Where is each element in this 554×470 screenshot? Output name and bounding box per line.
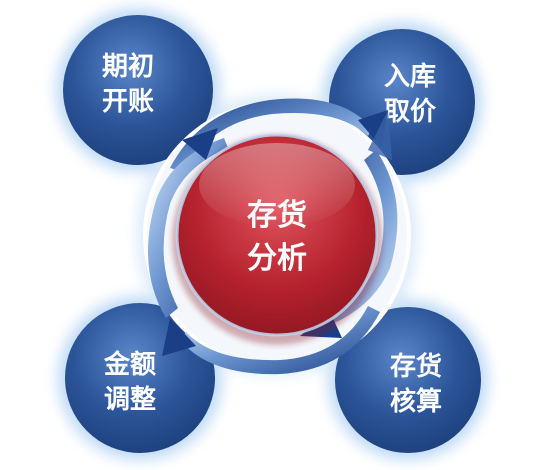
petal-opening-line1: 期初 xyxy=(102,52,154,82)
center-line2: 分析 xyxy=(247,241,307,276)
cycle-arrow-top xyxy=(170,98,392,172)
petal-opening: 期初 开账 xyxy=(63,15,213,165)
cycle-arrow-left xyxy=(148,128,228,318)
petal-adjust-line2: 调整 xyxy=(104,384,156,415)
petal-adjust-line1: 金额 xyxy=(103,349,156,380)
petal-receipt-line2: 取价 xyxy=(384,97,437,127)
petal-receipt-line1: 入库 xyxy=(384,62,436,92)
petal-accounting: 存货 核算 xyxy=(335,307,481,453)
petal-accounting-line2: 核算 xyxy=(390,386,442,417)
cycle-arrow-bottom xyxy=(162,306,380,375)
petal-accounting-line1: 存货 xyxy=(390,351,442,382)
center-node: 存货 分析 xyxy=(172,133,382,345)
petal-opening-line2: 开账 xyxy=(102,87,154,117)
center-line1: 存货 xyxy=(247,198,307,233)
